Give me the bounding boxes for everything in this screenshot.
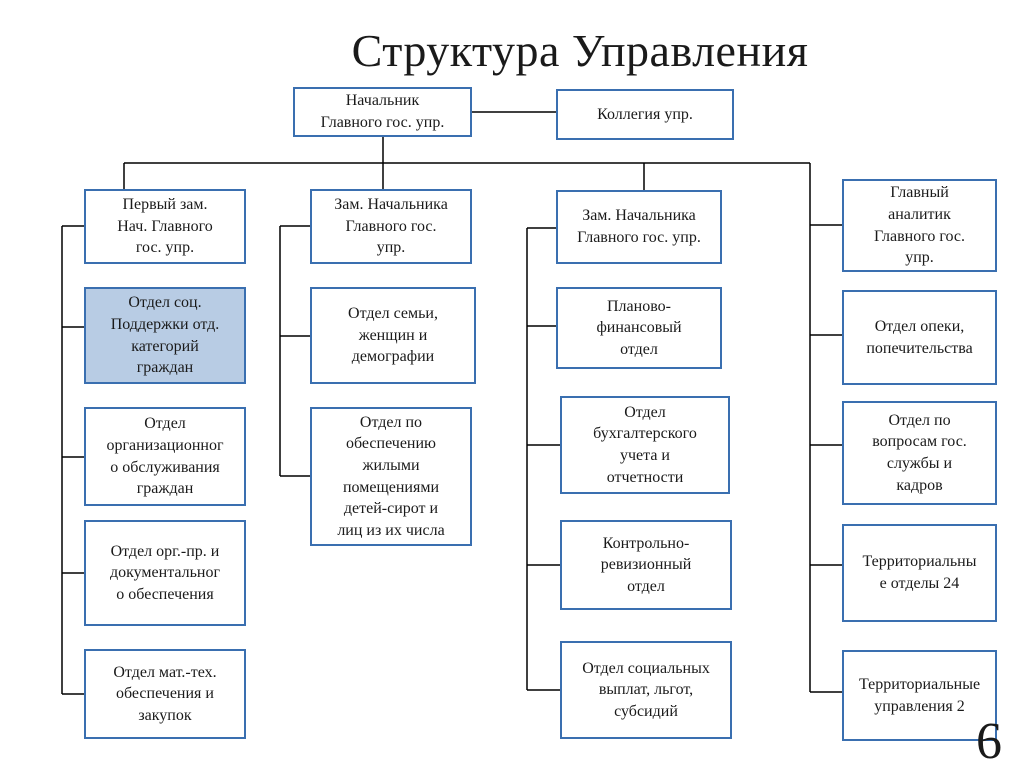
page-number: 6 [976, 713, 1002, 770]
col4-dept-box: Отдел по вопросам гос. службы и кадров [842, 401, 997, 505]
col1-dept-box: Отдел соц. Поддержки отд. категорий граж… [84, 287, 246, 384]
board-box: Коллегия упр. [556, 89, 734, 140]
col4-dept-box: Отдел опеки, попечительства [842, 290, 997, 385]
col1-dept-box: Отдел мат.-тех. обеспечения и закупок [84, 649, 246, 739]
col2-dept-box: Отдел семьи, женщин и демографии [310, 287, 476, 384]
col1-head-box: Первый зам. Нач. Главного гос. упр. [84, 189, 246, 264]
col3-dept-box: Планово- финансовый отдел [556, 287, 722, 369]
col3-dept-box: Контрольно- ревизионный отдел [560, 520, 732, 610]
col1-dept-box: Отдел организационног о обслуживания гра… [84, 407, 246, 506]
col3-dept-box: Отдел бухгалтерского учета и отчетности [560, 396, 730, 494]
col1-dept-box: Отдел орг.-пр. и документальног о обеспе… [84, 520, 246, 626]
page-title: Структура Управления [351, 25, 809, 76]
col4-dept-box: Территориальные управления 2 [842, 650, 997, 741]
col2-head-box: Зам. Начальника Главного гос. упр. [310, 189, 472, 264]
col3-head-box: Зам. Начальника Главного гос. упр. [556, 190, 722, 264]
col4-dept-box: Территориальны е отделы 24 [842, 524, 997, 622]
col2-dept-box: Отдел по обеспечению жилыми помещениями … [310, 407, 472, 546]
col3-dept-box: Отдел социальных выплат, льгот, субсидий [560, 641, 732, 739]
head-box: Начальник Главного гос. упр. [293, 87, 472, 137]
col4-head-box: Главный аналитик Главного гос. упр. [842, 179, 997, 272]
